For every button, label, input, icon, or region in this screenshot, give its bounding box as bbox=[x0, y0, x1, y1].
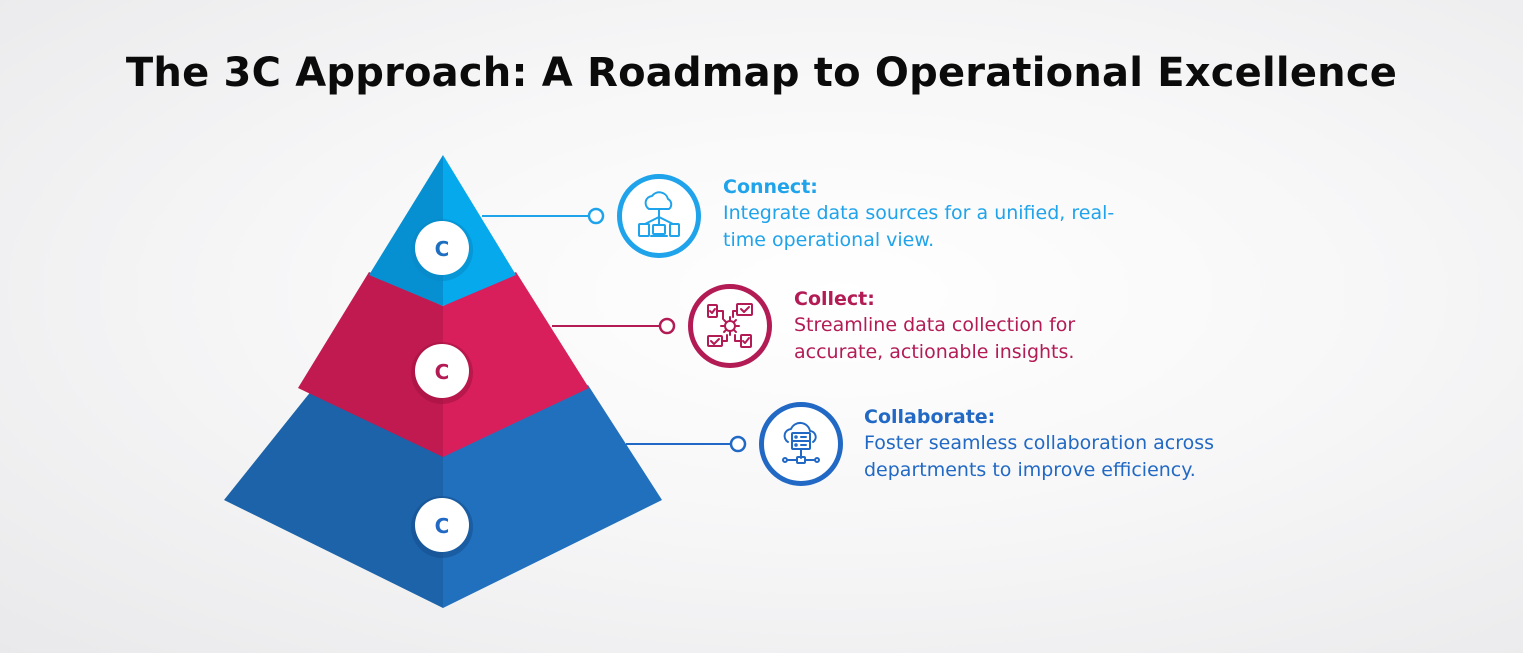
pyramid-tier-collaborate-left bbox=[224, 385, 443, 608]
connector-connect bbox=[482, 207, 605, 225]
step-title: Collect: bbox=[794, 288, 875, 310]
cloud-server-icon bbox=[759, 402, 843, 486]
badge-letter: C bbox=[435, 514, 450, 538]
tier-badge-collaborate: C bbox=[411, 496, 473, 558]
pyramid-tier-collect-right bbox=[443, 272, 589, 457]
data-collection-gear-icon bbox=[688, 284, 772, 368]
connector-collaborate bbox=[626, 435, 747, 453]
pyramid-tier-collaborate-right bbox=[443, 385, 662, 608]
cloud-network-icon bbox=[617, 174, 701, 258]
page-title: The 3C Approach: A Roadmap to Operationa… bbox=[125, 50, 1398, 96]
tier-badge-connect: C bbox=[411, 219, 473, 281]
connector-collect bbox=[552, 317, 676, 335]
step-description: Integrate data sources for a unified, re… bbox=[723, 202, 1115, 251]
step-connect: Connect: Integrate data sources for a un… bbox=[723, 174, 1153, 254]
pyramid-tier-collect-left bbox=[298, 272, 443, 457]
step-description: Foster seamless collaboration across dep… bbox=[864, 432, 1215, 481]
badge-letter: C bbox=[435, 360, 450, 384]
badge-letter: C bbox=[435, 237, 450, 261]
step-title: Collaborate: bbox=[864, 406, 996, 428]
step-description: Streamline data collection for accurate,… bbox=[794, 314, 1076, 363]
step-collaborate: Collaborate: Foster seamless collaborati… bbox=[864, 404, 1304, 484]
tier-badge-collect: C bbox=[411, 342, 473, 404]
step-title: Connect: bbox=[723, 176, 818, 198]
step-collect: Collect: Streamline data collection for … bbox=[794, 286, 1154, 366]
